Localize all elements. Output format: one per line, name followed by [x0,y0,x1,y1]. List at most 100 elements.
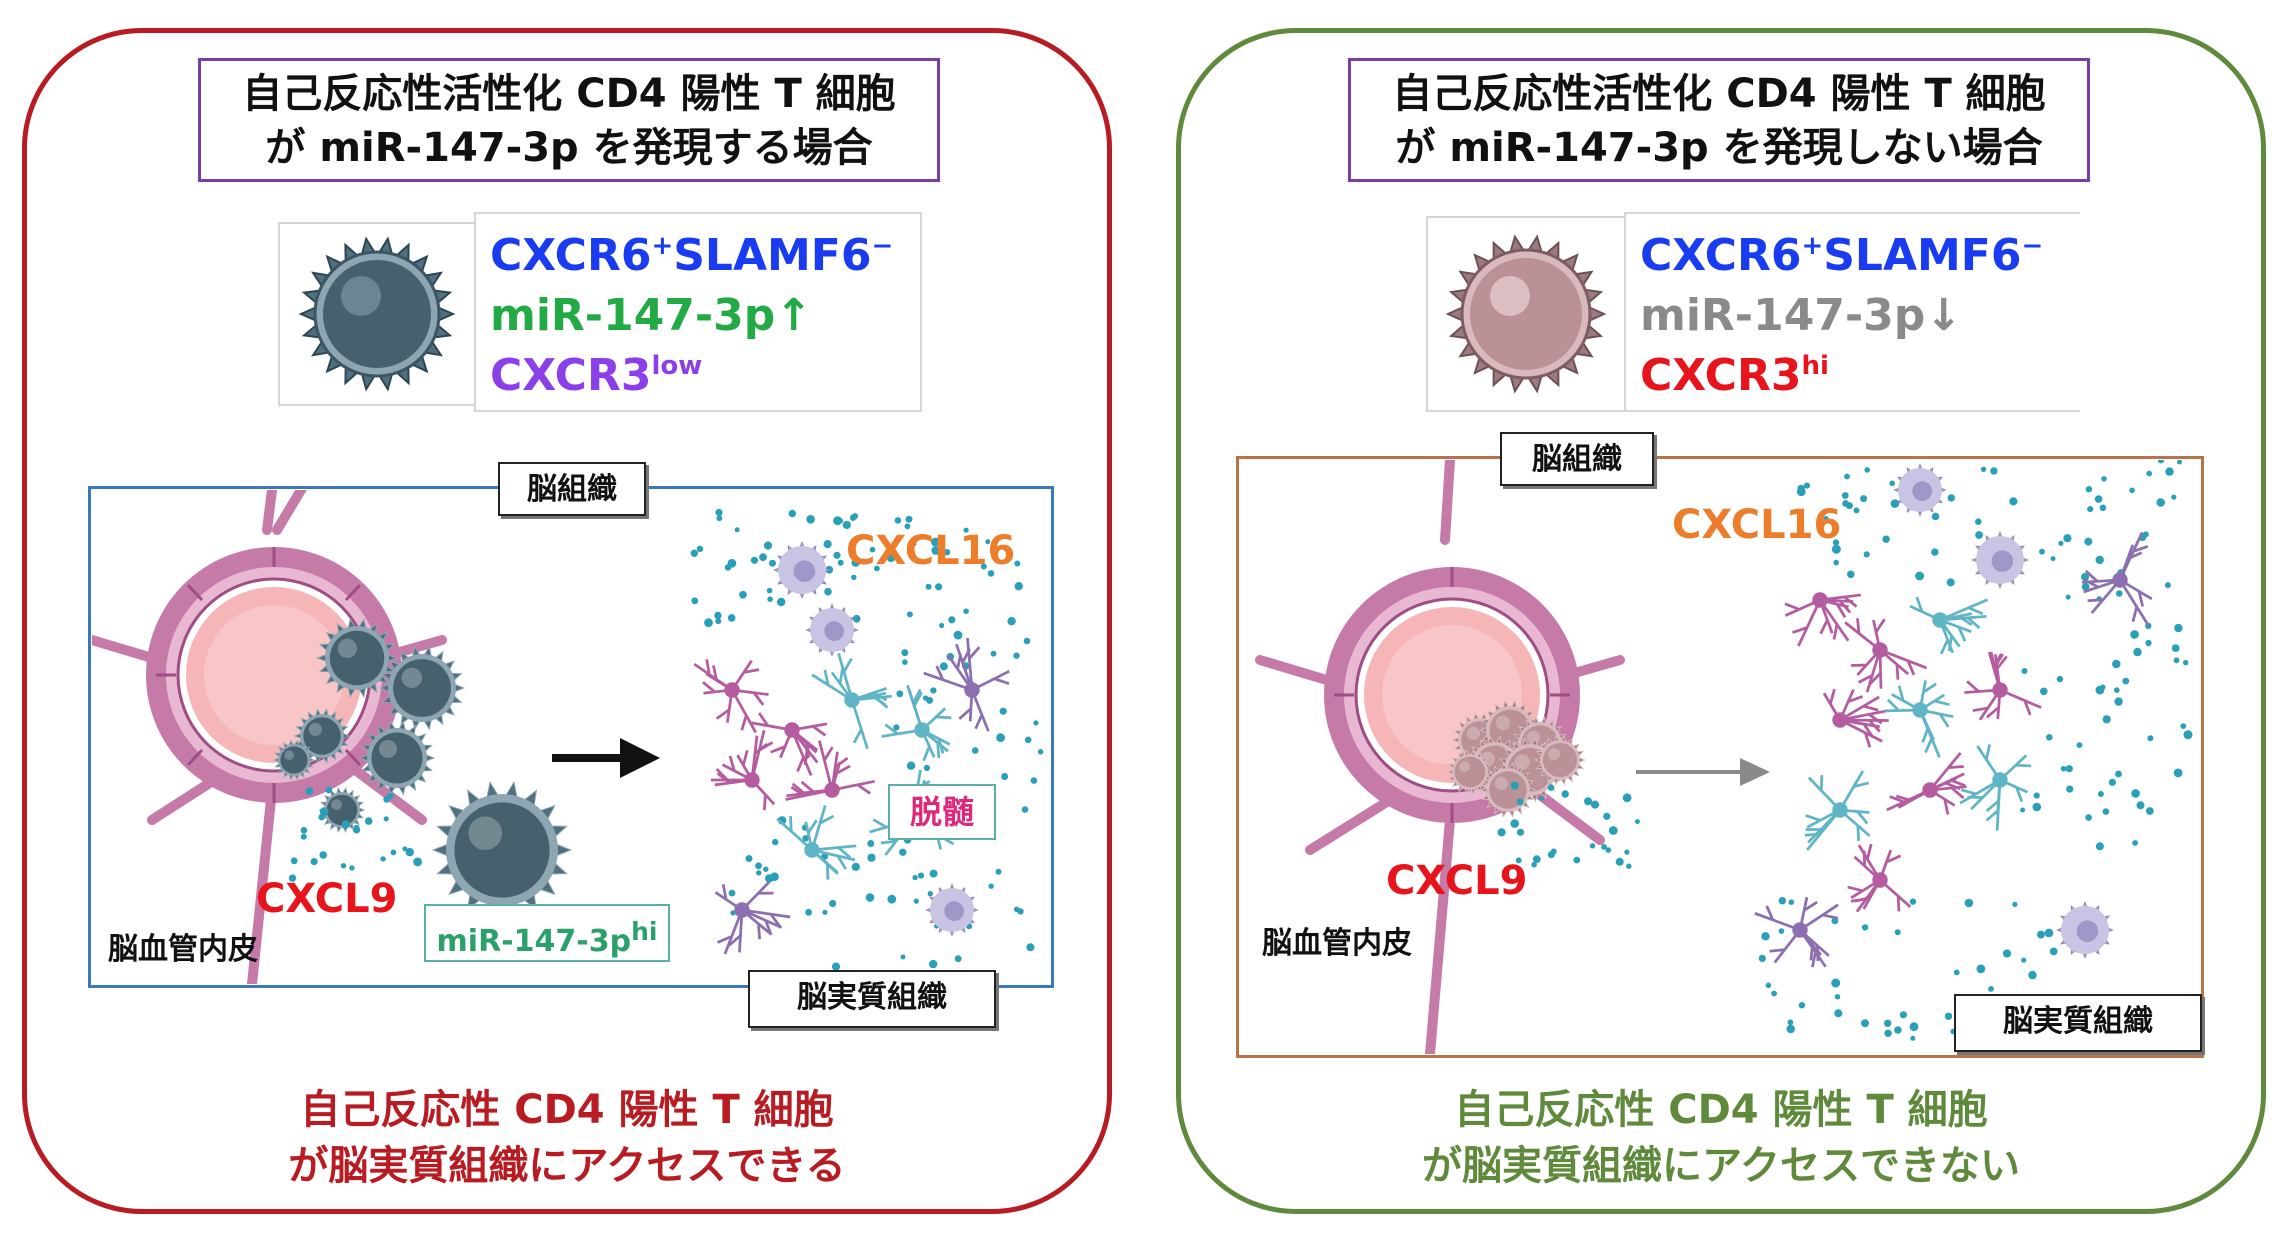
right-brain-tissue-frame [1236,456,2204,1058]
chemokine-dot [1771,990,1777,997]
chemokine-dot [696,545,704,552]
chemokine-dot [1823,516,1829,522]
chemokine-dot [996,733,1005,743]
microglia-icon [1971,531,2029,589]
left-label-cxcl16: CXCL16 [846,528,1016,574]
left-title-line2: が miR-147-3p を発現する場合 [265,125,873,171]
chemokine-dot [1884,1029,1892,1037]
chemokine-dot [691,597,699,605]
microglia-icon [1893,463,2114,959]
neuron-icon [714,881,791,955]
chemokine-dot [2145,639,2152,647]
chemokine-dot [2009,497,2018,506]
t-cell-icon [1534,734,1586,786]
chemokine-dot [2171,644,2180,652]
left-conclusion-line2: が脳実質組織にアクセスできる [288,1143,846,1189]
chemokine-dot [763,541,773,550]
chemokine-dot [2060,765,2067,772]
chemokine-dot [867,840,875,847]
left-marker-cxcr6: CXCR6+SLAMF6− [490,230,894,281]
neuron-icon [1959,744,2032,831]
chemokine-dot [2028,970,2037,980]
neuron-icon [1886,751,1967,815]
left-title-box: 自己反応性活性化 CD4 陽性 T 細胞 が miR-147-3p を発現する場… [198,58,940,182]
chemokine-dot [837,559,844,566]
chemokine-dot [1622,793,1632,803]
chemokine-dot [724,564,732,571]
chemokine-dot [767,596,773,602]
chemokine-dot [772,838,779,846]
chemokine-dot [2183,730,2193,740]
chemokine-dot [922,695,929,701]
right-marker-mir: miR-147-3p↓ [1640,290,1963,341]
chemokine-dot [2116,590,2123,597]
chemokine-dot [988,883,994,889]
chemokine-dot [2065,765,2073,773]
chemokine-dot [1532,855,1541,864]
right-tissue-scene [1255,460,2193,1054]
chemokine-dot [1884,1019,1892,1027]
chemokine-dot [745,855,753,862]
left-tissue-scene [92,490,1044,984]
chemokine-dot [1832,539,1840,546]
chemokine-dot [2132,840,2138,846]
t-cell-cluster [272,617,573,920]
chemokine-dot [349,865,355,871]
chemokine-dot [2095,842,2104,851]
neuron-network-icon [693,637,1010,955]
chemokine-dot [2102,808,2110,815]
chemokine-dot [2033,792,2040,799]
microglia-icon [2056,901,2114,959]
neuron-icon [1964,651,2042,721]
chemokine-dot [910,540,917,547]
chemokine-dot [995,868,1002,875]
chemokine-dot [833,551,841,559]
chemokine-dot [2021,668,2028,674]
chemokine-dot [929,959,938,969]
chemokine-dot [1778,897,1786,905]
chemokine-dot [2130,630,2139,639]
chemokine-dot [2046,734,2053,741]
left-label-mir-hi: miR-147-3phi [424,904,670,962]
chemokine-dot [763,866,769,872]
neuron-icon [751,712,828,776]
chemokine-dot [925,583,932,590]
chemokine-dot [341,820,350,829]
t-cell-cluster [1446,699,1586,818]
chemokine-dot [1990,467,1998,475]
chemokine-dot [2100,684,2106,690]
chemokine-dot [739,590,747,599]
chemokine-dot [1634,819,1640,825]
chemokine-dot [2165,467,2174,476]
chemokine-dot [2174,623,2183,633]
chemokine-dot [1786,1024,1795,1034]
chemokine-dot [1758,954,1766,962]
chemokine-dot [867,853,876,862]
chemokine-dot [1833,559,1839,566]
t-cell-icon [431,780,573,920]
chemokine-dot [2122,677,2130,685]
chemokine-dot [1975,531,1983,539]
chemokine-dot [2066,785,2074,793]
chemokine-dot [842,520,851,530]
chemokine-dot [1944,1012,1953,1020]
chemokine-dot [1030,777,1038,784]
chemokine-dot [2102,715,2111,724]
chemokine-dot [1788,899,1795,905]
t-cell-icon [298,236,456,392]
chemokine-dot [728,889,736,897]
chemokine-dot [2087,506,2094,513]
chemokine-dot [1603,812,1611,820]
chemokine-dot [1831,978,1841,988]
left-t-cell-frame [278,222,476,406]
chemokine-dot [755,862,762,870]
left-scenario-panel [22,28,1112,1214]
microglia-icon [925,883,979,937]
chemokine-dot [869,546,876,553]
chemokine-dot [2164,582,2171,589]
chemokine-dot [1834,1009,1843,1018]
chemokine-dot [1889,480,1895,487]
chemokine-dot [1861,924,1869,931]
chemokine-dot [390,849,397,856]
chemokine-dot [900,954,906,960]
